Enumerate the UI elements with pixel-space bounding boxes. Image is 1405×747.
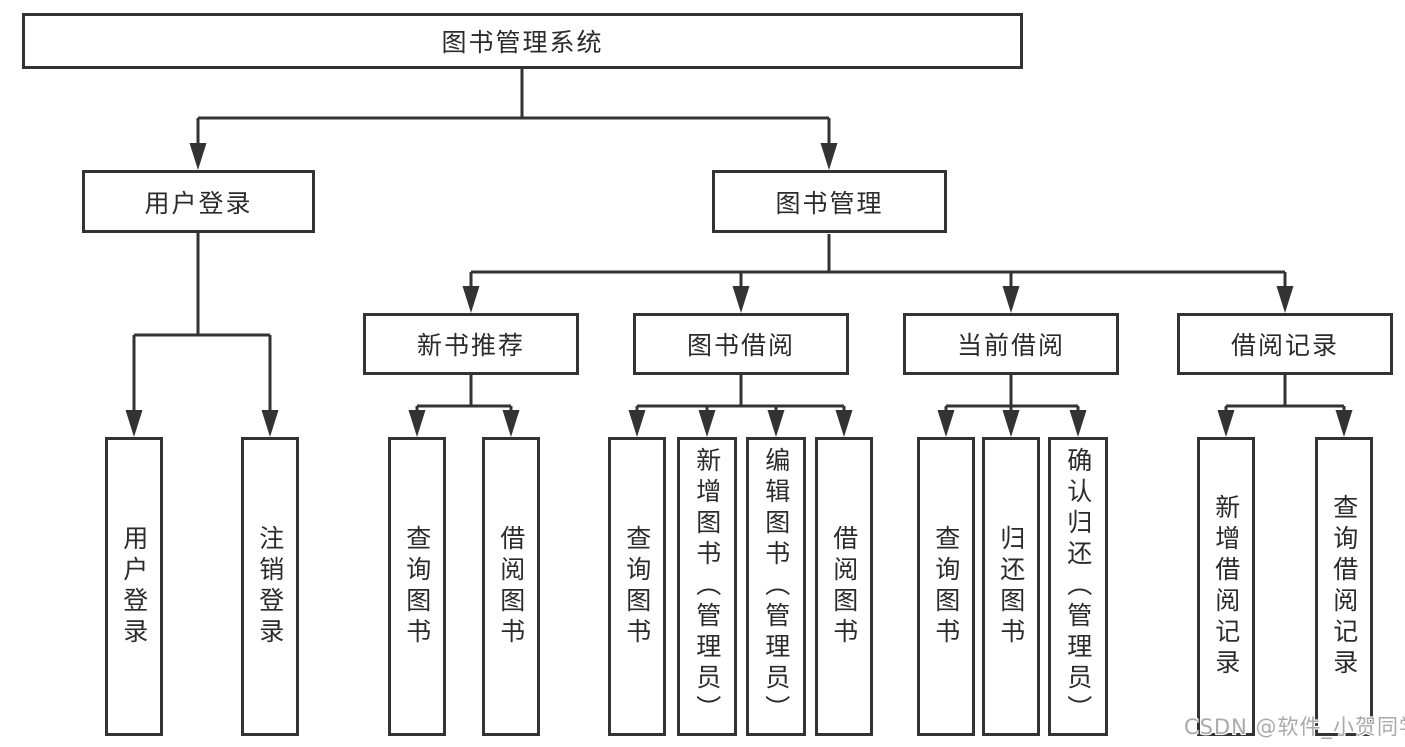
leaf-label: 编辑图书（管理员） [761, 447, 791, 726]
leaf-label: 借阅图书 [829, 524, 859, 649]
leaf-return-books: 归还图书 [982, 437, 1040, 736]
leaf-borrow-books-2: 借阅图书 [815, 437, 873, 736]
node-book-management: 图书管理 [712, 170, 947, 233]
leaf-label: 归还图书 [996, 524, 1026, 649]
leaf-label: 查询借阅记录 [1329, 493, 1359, 680]
node-current-borrow: 当前借阅 [903, 313, 1119, 375]
leaf-search-borrow-record: 查询借阅记录 [1315, 437, 1373, 736]
leaf-label: 查询图书 [931, 524, 961, 649]
node-root-system: 图书管理系统 [22, 13, 1023, 69]
leaf-search-books-3: 查询图书 [917, 437, 975, 736]
node-book-borrow: 图书借阅 [633, 313, 849, 375]
leaf-label: 查询图书 [622, 524, 652, 649]
leaf-label: 借阅图书 [496, 524, 526, 649]
node-borrow-records: 借阅记录 [1177, 313, 1393, 375]
leaf-add-book-admin: 新增图书（管理员） [677, 437, 737, 736]
leaf-label: 用户登录 [119, 524, 149, 649]
leaf-borrow-books-1: 借阅图书 [482, 437, 540, 736]
csdn-watermark: CSDN @软件_小贺同学 [1184, 715, 1405, 739]
node-new-book-recommend: 新书推荐 [363, 313, 579, 375]
leaf-search-books-1: 查询图书 [388, 437, 446, 736]
leaf-label: 注销登录 [255, 524, 285, 649]
arrowheads [125, 143, 1353, 437]
leaf-label: 新增图书（管理员） [692, 447, 722, 726]
leaf-edit-book-admin: 编辑图书（管理员） [746, 437, 806, 736]
leaf-label: 查询图书 [402, 524, 432, 649]
leaf-search-books-2: 查询图书 [608, 437, 666, 736]
leaf-label: 新增借阅记录 [1211, 493, 1241, 680]
leaf-label: 确认归还（管理员） [1063, 447, 1093, 726]
leaf-add-borrow-record: 新增借阅记录 [1197, 437, 1255, 736]
leaf-logout: 注销登录 [241, 437, 299, 736]
node-user-login: 用户登录 [82, 170, 315, 233]
leaf-confirm-return-admin: 确认归还（管理员） [1048, 437, 1108, 736]
leaf-user-login: 用户登录 [105, 437, 163, 736]
